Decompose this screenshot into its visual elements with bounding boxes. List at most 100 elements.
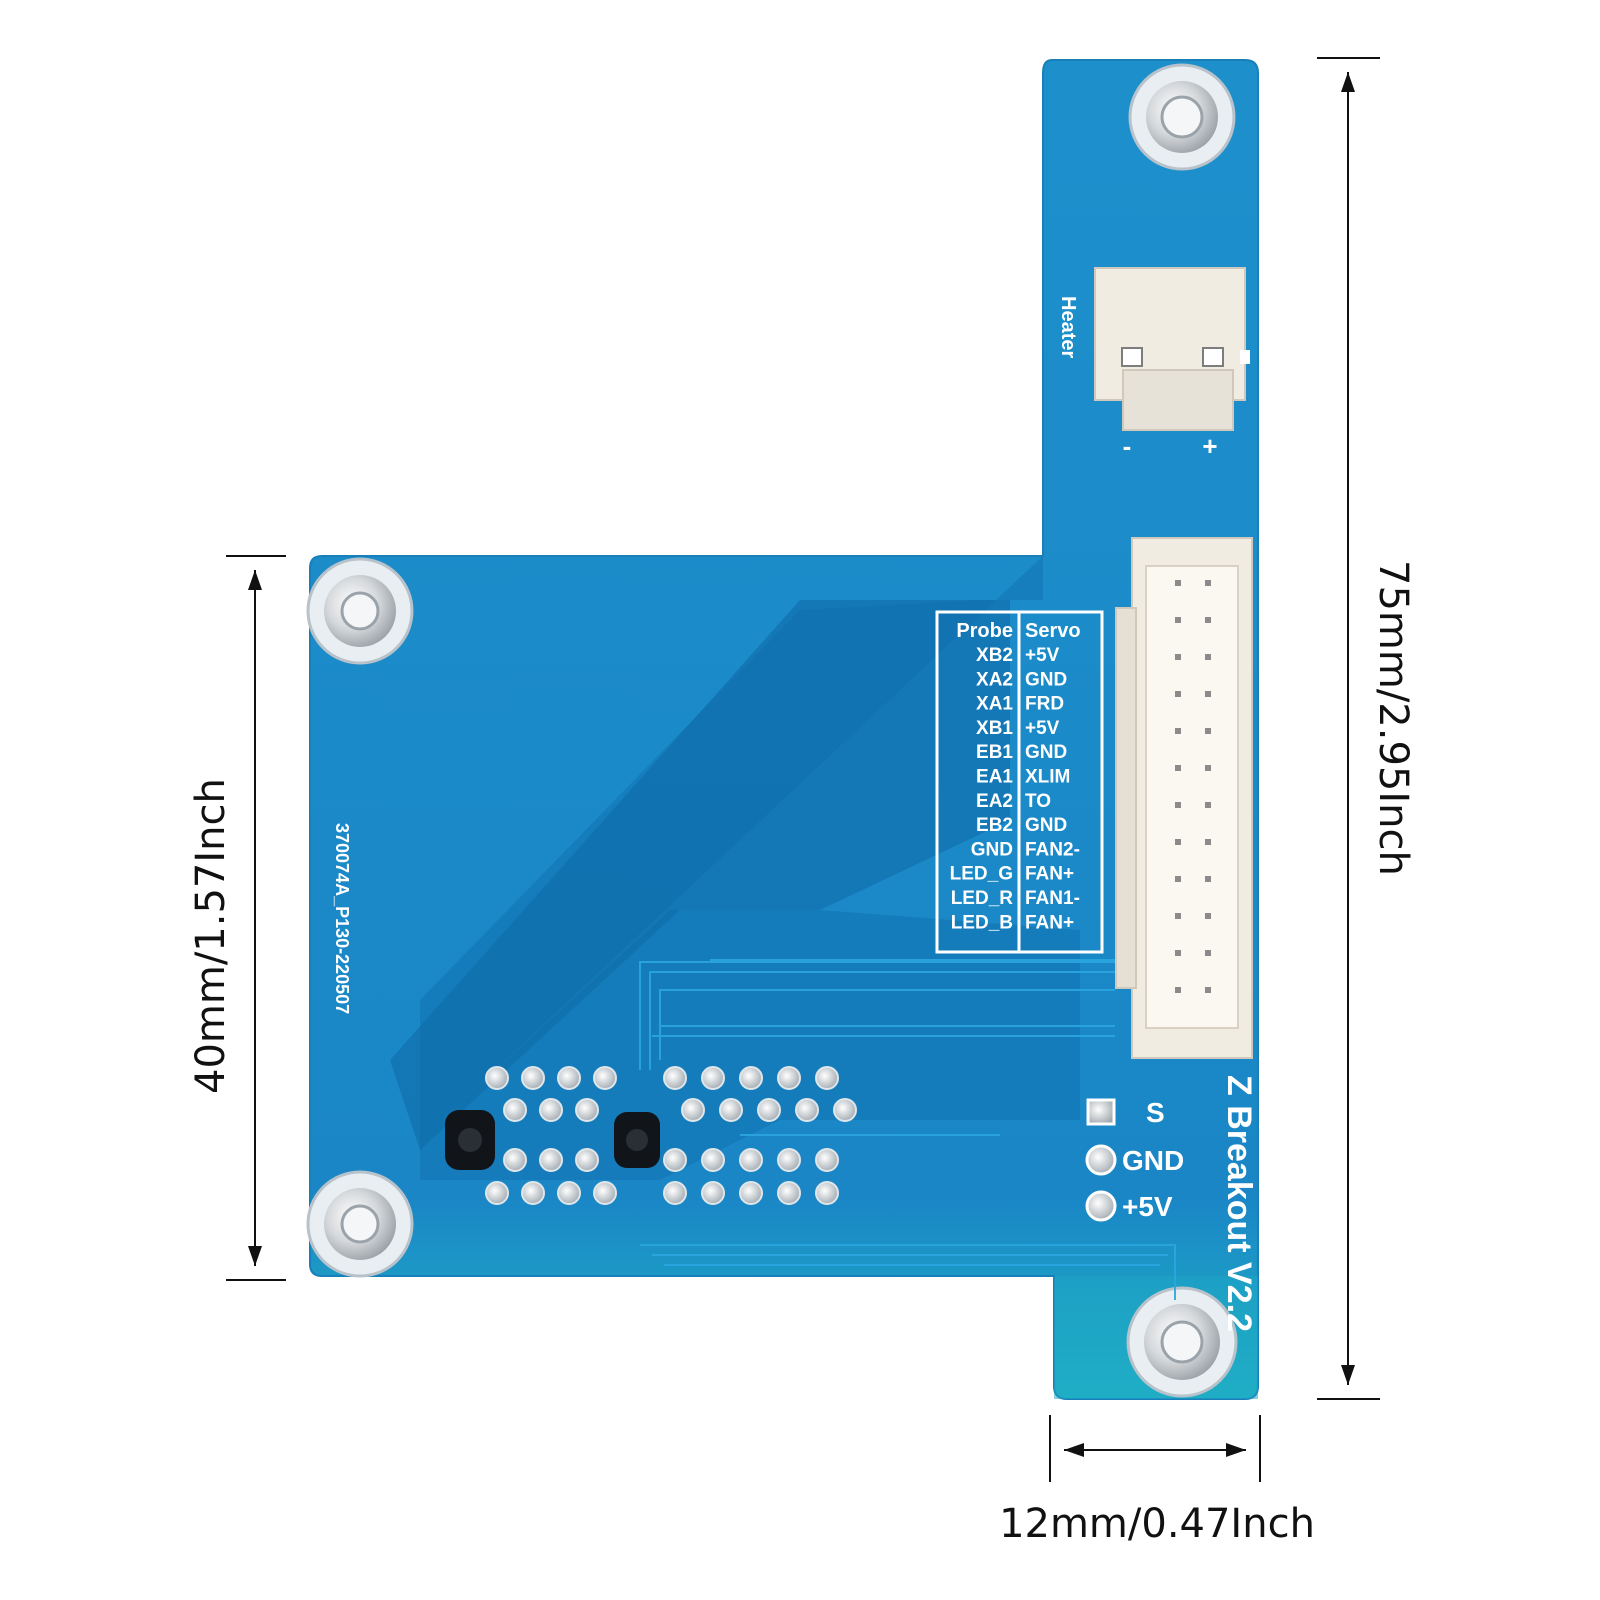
pin-label-left: EA2 — [976, 791, 1013, 812]
pin-label-right: FAN2- — [1025, 839, 1080, 860]
connector-pin — [1175, 987, 1181, 993]
probe-pins: S GND +5V — [1085, 1097, 1184, 1222]
pin-label-left: GND — [971, 839, 1013, 860]
mounting-hole-top — [1128, 63, 1236, 171]
mounting-hole-left-top — [306, 557, 414, 665]
pin-right-column: +5VGNDFRD+5VGNDXLIMTOGNDFAN2-FAN+FAN1-FA… — [1025, 645, 1080, 933]
solder-pad — [521, 1181, 545, 1205]
solder-pad — [593, 1181, 617, 1205]
pin-label-right: TO — [1025, 791, 1051, 812]
pin-label-right: GND — [1025, 669, 1067, 690]
pin-label-left: EB1 — [976, 742, 1013, 763]
dimension-label-height-plate: 40mm/1.57Inch — [188, 778, 234, 1094]
solder-pad — [757, 1098, 781, 1122]
connector-pin — [1175, 839, 1181, 845]
pin-label-left: XB2 — [976, 645, 1013, 666]
pin-label-right: +5V — [1025, 645, 1060, 666]
connector-pin — [1205, 876, 1211, 882]
mounting-hole-bottom — [1126, 1286, 1238, 1398]
connector-pin — [1205, 580, 1211, 586]
solder-pad — [593, 1066, 617, 1090]
pin-label-left: XA2 — [976, 669, 1013, 690]
connector-pin — [1205, 654, 1211, 660]
solder-pad — [485, 1066, 509, 1090]
pin-label-left: LED_G — [950, 864, 1013, 885]
connector-pin — [1175, 654, 1181, 660]
connector-pin — [1175, 691, 1181, 697]
connector-pin — [1205, 802, 1211, 808]
copper-pour — [420, 556, 1080, 1180]
part-code-label: 370074A_P130-220507 — [332, 823, 352, 1014]
connector-pins — [1175, 580, 1211, 993]
probe-pin-5v: +5V — [1122, 1191, 1173, 1222]
pad-array — [485, 1066, 857, 1205]
dimension-width-strip — [1049, 1415, 1261, 1482]
heater-label: Heater — [1057, 296, 1079, 358]
pin-label-left: XB1 — [976, 718, 1013, 739]
connector-pin — [1175, 950, 1181, 956]
probe-pin-s: S — [1146, 1097, 1165, 1128]
solder-pad — [521, 1066, 545, 1090]
solder-pad — [833, 1098, 857, 1122]
connector-pin — [1205, 913, 1211, 919]
pin-label-right: FAN1- — [1025, 888, 1080, 909]
solder-pad — [557, 1066, 581, 1090]
pin-label-right: GND — [1025, 815, 1067, 836]
connector-pin — [1175, 913, 1181, 919]
solder-pad — [777, 1066, 801, 1090]
pin-left-column: XB2XA2XA1XB1EB1EA1EA2EB2GNDLED_GLED_RLED… — [950, 645, 1014, 933]
dimension-label-height-main: 75mm/2.95Inch — [1370, 560, 1416, 876]
solder-pad — [557, 1181, 581, 1205]
solder-pad — [719, 1098, 743, 1122]
solder-pad — [539, 1148, 563, 1172]
standoff-left — [445, 1110, 495, 1170]
solder-pad — [815, 1181, 839, 1205]
heater-plus-label: + — [1202, 431, 1217, 461]
pin-label-left: EA1 — [976, 767, 1013, 788]
solder-pad — [663, 1181, 687, 1205]
connector-pin — [1205, 728, 1211, 734]
solder-pad — [681, 1098, 705, 1122]
connector-pin — [1205, 950, 1211, 956]
solder-pad — [539, 1098, 563, 1122]
pin-table: Probe Servo XB2XA2XA1XB1EB1EA1EA2EB2GNDL… — [935, 610, 1104, 954]
board-title: Z Breakout V2.2 — [1220, 1075, 1258, 1332]
solder-pad — [701, 1148, 725, 1172]
connector-pin — [1205, 617, 1211, 623]
dimension-label-width-strip: 12mm/0.47Inch — [999, 1501, 1315, 1547]
standoff-center — [614, 1112, 660, 1168]
mounting-hole-left-bottom — [306, 1170, 414, 1278]
pin-label-left: LED_B — [951, 912, 1013, 933]
heater-connector — [1094, 267, 1250, 431]
pcb-traces — [639, 959, 1176, 1300]
solder-pad — [777, 1181, 801, 1205]
pin-header-servo: Servo — [1025, 620, 1081, 642]
heater-minus-label: - — [1123, 431, 1132, 461]
solder-pad — [701, 1066, 725, 1090]
copper-pour-diagonal — [390, 600, 1010, 1150]
pin-label-right: FAN+ — [1025, 912, 1074, 933]
pin-label-left: XA1 — [976, 694, 1013, 715]
connector-pin — [1175, 617, 1181, 623]
solder-pad — [701, 1181, 725, 1205]
connector-pin — [1175, 765, 1181, 771]
solder-pad — [575, 1098, 599, 1122]
solder-pad — [663, 1066, 687, 1090]
solder-pad — [503, 1148, 527, 1172]
solder-pad — [777, 1148, 801, 1172]
connector-pin — [1205, 765, 1211, 771]
connector-pin — [1175, 580, 1181, 586]
dimension-height-plate — [226, 555, 286, 1281]
connector-pin — [1205, 691, 1211, 697]
solder-pad — [795, 1098, 819, 1122]
solder-pad — [739, 1181, 763, 1205]
dimension-height-main — [1317, 57, 1380, 1400]
solder-pad — [575, 1148, 599, 1172]
pin-label-right: +5V — [1025, 718, 1060, 739]
pin-header-probe: Probe — [956, 620, 1013, 642]
solder-pad — [815, 1148, 839, 1172]
solder-pad — [503, 1098, 527, 1122]
pin-label-left: LED_R — [951, 888, 1014, 909]
solder-pad — [663, 1148, 687, 1172]
